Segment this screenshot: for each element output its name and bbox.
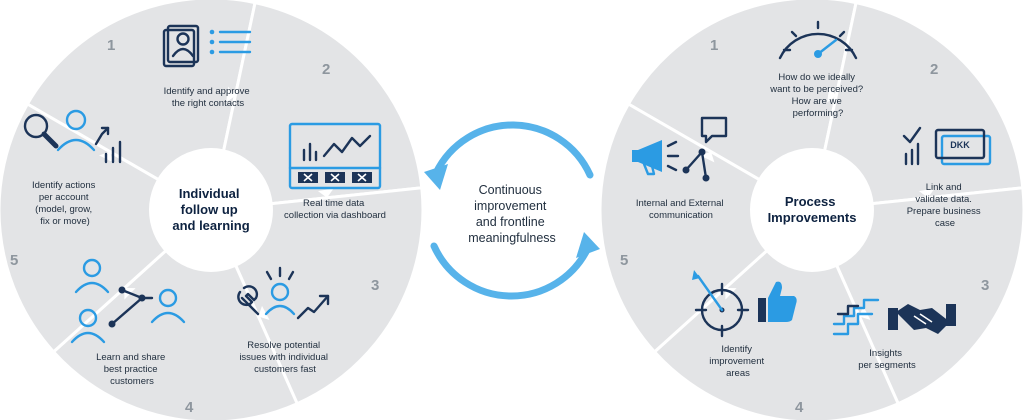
cycle-arrowhead-left xyxy=(424,164,448,190)
cycle-arrowhead-right xyxy=(576,232,600,258)
right-segment-5-number: 5 xyxy=(620,252,628,269)
right-segment-notch-1 xyxy=(827,86,837,103)
gauge-icon xyxy=(778,20,858,60)
left-segment-notch-2 xyxy=(318,188,334,198)
left-center-circle xyxy=(149,148,273,272)
megaphone-icon xyxy=(632,116,728,182)
left-segment-2 xyxy=(209,0,424,212)
right-segment-1-label: How do we ideally want to be perceived? … xyxy=(769,72,866,119)
left-segment-notch-1 xyxy=(226,86,236,103)
target-thumb-icon xyxy=(692,270,797,338)
share-people-icon xyxy=(70,258,186,344)
left-segment-2-number: 2 xyxy=(322,61,330,78)
cycle-arrow-bottom xyxy=(430,242,592,300)
cycle-arrows: Continuous improvement and frontline mea… xyxy=(424,121,600,300)
handshake-icon xyxy=(832,298,956,336)
left-segment-2-label: Real time data collection via dashboard xyxy=(284,198,386,221)
right-segment-notch-2 xyxy=(919,188,935,198)
contact-list-icon xyxy=(162,24,252,68)
right-wheel: DKK xyxy=(598,0,1024,420)
left-wheel: Individual follow up and learning 1 2 3 … xyxy=(0,0,425,420)
right-segment-5-label: Internal and External communication xyxy=(636,198,726,221)
right-center-circle xyxy=(750,148,874,272)
left-segment-5-number: 5 xyxy=(10,252,18,269)
right-center-label: Process Improvements xyxy=(768,194,857,225)
left-segment-3-label: Resolve potential issues with individual… xyxy=(239,340,330,375)
left-center-label: Individual follow up and learning xyxy=(172,186,249,233)
left-segment-4-label: Learn and share best practice customers xyxy=(96,352,168,387)
right-segment-3-number: 3 xyxy=(981,277,989,294)
left-segment-5-label: Identify actions per account (model, gro… xyxy=(32,180,98,227)
right-segment-4-label: Identify improvement areas xyxy=(709,344,767,379)
magnify-growth-icon xyxy=(23,109,122,164)
left-segment-1-number: 1 xyxy=(107,37,115,54)
right-segment-4-number: 4 xyxy=(795,399,804,416)
right-segment-3-label: Insights per segments xyxy=(858,348,916,371)
left-segment-3-number: 3 xyxy=(371,277,379,294)
left-segment-1-label: Identify and approve the right contacts xyxy=(164,86,253,109)
dashboard-icon xyxy=(288,122,382,190)
dkk-badge-label: DKK xyxy=(950,140,970,150)
left-segment-5 xyxy=(0,101,214,355)
dkk-data-icon: DKK xyxy=(902,126,992,166)
wrench-person-icon xyxy=(237,266,330,320)
right-segment-2-number: 2 xyxy=(930,61,938,78)
right-segment-1-number: 1 xyxy=(710,37,718,54)
cycle-label: Continuous improvement and frontline mea… xyxy=(468,183,556,245)
left-segment-notch-3 xyxy=(258,305,270,320)
right-segment-2-label: Link and validate data. Prepare business… xyxy=(907,182,984,229)
cycle-arrow-top xyxy=(432,121,594,179)
left-segment-4-number: 4 xyxy=(185,399,194,416)
